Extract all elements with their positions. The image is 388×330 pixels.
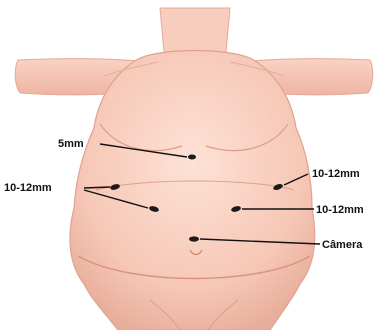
- label-right-upper-10-12mm: 10-12mm: [312, 168, 360, 180]
- label-5mm: 5mm: [58, 138, 84, 150]
- label-left-10-12mm: 10-12mm: [4, 182, 52, 194]
- label-camera: Câmera: [322, 239, 363, 251]
- port-marker-camera: [189, 236, 199, 241]
- torso: [70, 51, 315, 330]
- leader-left-upper: [84, 187, 110, 188]
- port-marker-5mm: [188, 155, 196, 160]
- label-right-lower-10-12mm: 10-12mm: [316, 204, 364, 216]
